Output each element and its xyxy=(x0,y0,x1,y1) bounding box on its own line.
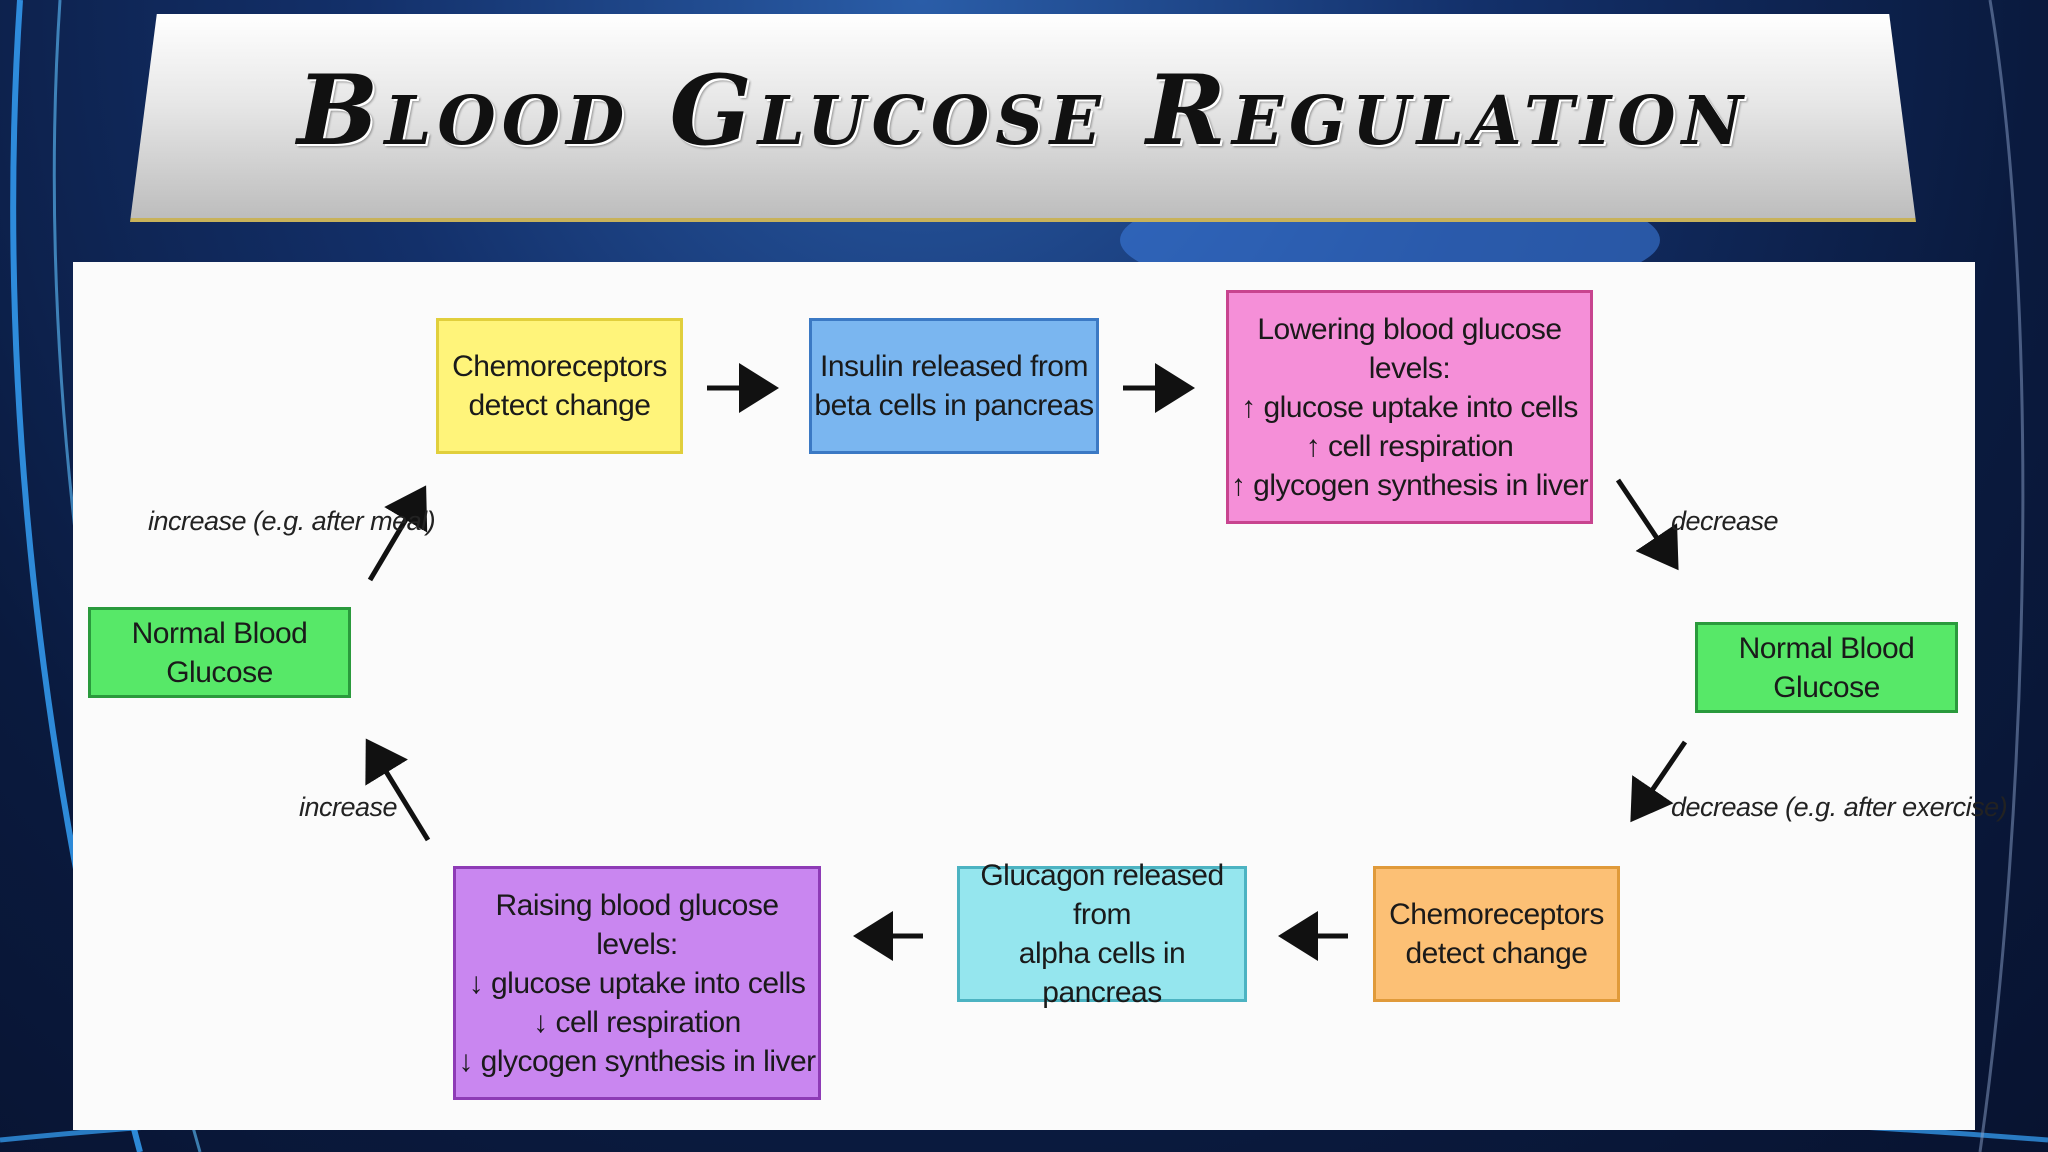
arrow-normal-left-to-chemo-top xyxy=(367,485,428,582)
diagram-panel: Chemoreceptors detect change Insulin rel… xyxy=(73,262,2008,1130)
arrows-layer xyxy=(365,363,1688,961)
glucagon-box: Glucagon released from alpha cells in pa… xyxy=(957,859,1247,1009)
raising-glucose-box: Raising blood glucose levels: ↓ glucose … xyxy=(453,866,821,1100)
chemoreceptors-top-box: Chemoreceptors detect change xyxy=(436,318,683,454)
label-decrease: decrease xyxy=(1671,506,1779,536)
chemoreceptors-bottom-box: Chemoreceptors detect change xyxy=(1373,866,1620,1002)
label-decrease-after-exercise: decrease (e.g. after exercise) xyxy=(1671,792,2008,822)
lowering-glucose-box: Lowering blood glucose levels: ↑ glucose… xyxy=(1226,290,1593,524)
label-increase: increase xyxy=(299,792,398,822)
page-title: Blood Glucose Regulation xyxy=(297,54,1749,167)
normal-glucose-left-box: Normal Blood Glucose xyxy=(88,607,351,698)
normal-glucose-right-box: Normal Blood Glucose xyxy=(1695,622,1958,713)
insulin-box: Insulin released from beta cells in panc… xyxy=(809,318,1099,454)
arrow-lowering-to-normal-right xyxy=(1615,478,1679,571)
arrow-raising-to-normal-left xyxy=(365,738,431,842)
label-increase-after-meal: increase (e.g. after meal) xyxy=(148,506,436,536)
title-banner: Blood Glucose Regulation xyxy=(130,14,1916,222)
arrow-normal-right-to-chemo-bottom xyxy=(1630,740,1688,823)
